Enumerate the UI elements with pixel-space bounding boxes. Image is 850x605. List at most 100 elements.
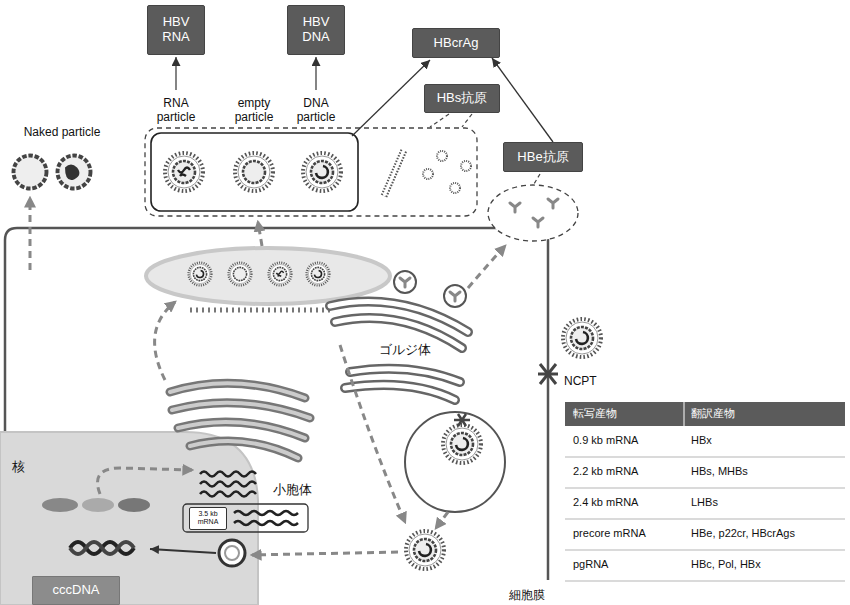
hbe-antigen-group [488,185,578,241]
trafficking-arrow [155,302,175,380]
ntcp-receptor [538,364,558,384]
table-cell: 0.9 kb mRNA [573,434,638,447]
ntcp-receptor [563,319,601,357]
trafficking-arrow [468,246,505,288]
rcdna-circle [219,540,245,566]
mrna-strand [200,482,256,487]
secretory-vesicle [444,285,466,307]
golgi-apparatus [350,369,460,382]
golgi-apparatus [345,385,455,400]
hbs-subviral-particle [384,150,404,196]
secretory-vesicle [394,271,416,293]
organelle-label: 小胞体 [273,482,312,498]
golgi-apparatus [330,302,468,400]
organelle-label: 核 [12,459,25,475]
hbs-subviral-particle [461,161,471,171]
naked-particle [14,156,91,189]
table-cell: HBe, p22cr, HBcrAgs [691,527,795,540]
table-cell: 2.4 kb mRNA [573,496,638,509]
endoplasmic-reticulum [170,383,305,398]
multivesicular-body [146,248,390,304]
endoplasmic-reticulum [170,383,310,458]
table-cell: HBs, MHBs [691,465,748,478]
label-box: cccDNA [32,576,120,605]
cell-membrane [5,228,548,605]
hbs-subviral-particle [450,183,460,193]
label-box: HBcrAg [412,28,500,58]
nucleus [0,432,258,605]
leader-arrow [352,60,430,136]
virus-particle [303,153,341,191]
particle-label: empty particle [228,96,280,125]
endoplasmic-reticulum [172,403,310,418]
table-grid [565,519,845,520]
golgi-apparatus [350,369,460,382]
hbe-antigen-group [548,199,558,208]
trafficking-arrow [252,552,398,555]
endosome [443,425,481,463]
chromatin [82,498,114,512]
table-grid [684,402,685,426]
connector-arrow [492,58,553,142]
cccdna-helix [70,542,134,554]
virus-particle [165,153,203,191]
table-cell: HBx [691,434,712,447]
hbs-subviral-particle [384,150,471,196]
particle-frame [151,133,358,211]
naked-particle [14,156,47,189]
particle-label: DNA particle [290,96,342,125]
multivesicular-body [229,263,252,286]
chromatin [42,498,150,512]
mrna-strand [234,511,298,515]
hbe-antigen-group [510,203,520,212]
table-cell: LHBs [691,496,718,509]
table-cell: pgRNA [573,558,608,571]
trafficking-arrow [29,198,32,270]
trafficking-arrow [258,222,262,246]
hbe-antigen-group [533,218,543,227]
multivesicular-body [307,263,330,286]
leader-arrow [176,57,540,184]
chromatin [118,498,150,512]
node-text: cccDNA [53,583,100,598]
node-text: HBs抗原 [437,91,488,106]
particle-frame [145,128,477,216]
table-header: 転写産物 [573,407,617,420]
virus-particle [165,153,341,191]
naked-particle [58,156,91,189]
mrna-strand [200,472,256,477]
naked-particle [14,156,47,189]
organelle-label: ゴルジ体 [379,342,431,358]
label-box: 3.5 kb mRNA [189,507,227,530]
label-box: HBs抗原 [424,84,500,113]
trafficking-arrow [340,345,405,522]
cccdna-helix [70,542,134,554]
multivesicular-body [269,263,292,286]
multivesicular-body [229,263,252,286]
virus-particle [235,153,273,191]
table-cell: HBc, Pol, HBx [691,558,761,571]
endosome [405,412,505,512]
label-box: HBV RNA [147,5,205,55]
endosome [454,414,470,426]
trafficking-arrow [98,468,193,494]
node-text: HBcrAg [434,36,479,51]
hbe-antigen-group [488,185,578,241]
multivesicular-body [189,263,212,286]
particle-label: Naked particle [24,125,101,139]
mrna-strand [200,492,256,497]
table-grid [565,457,845,458]
particle-label: RNA particle [150,96,202,125]
endoplasmic-reticulum [178,422,305,438]
table-cell: precore mRNA [573,527,646,540]
particle-frame [145,128,477,216]
leader-arrow [315,57,316,90]
membrane-label: 細胞膜 [509,588,545,602]
naked-particle [65,165,79,181]
endoplasmic-reticulum [172,403,310,418]
endoplasmic-reticulum [190,441,298,458]
trafficking-arrow [436,512,448,528]
table-header: 翻訳産物 [691,407,735,420]
